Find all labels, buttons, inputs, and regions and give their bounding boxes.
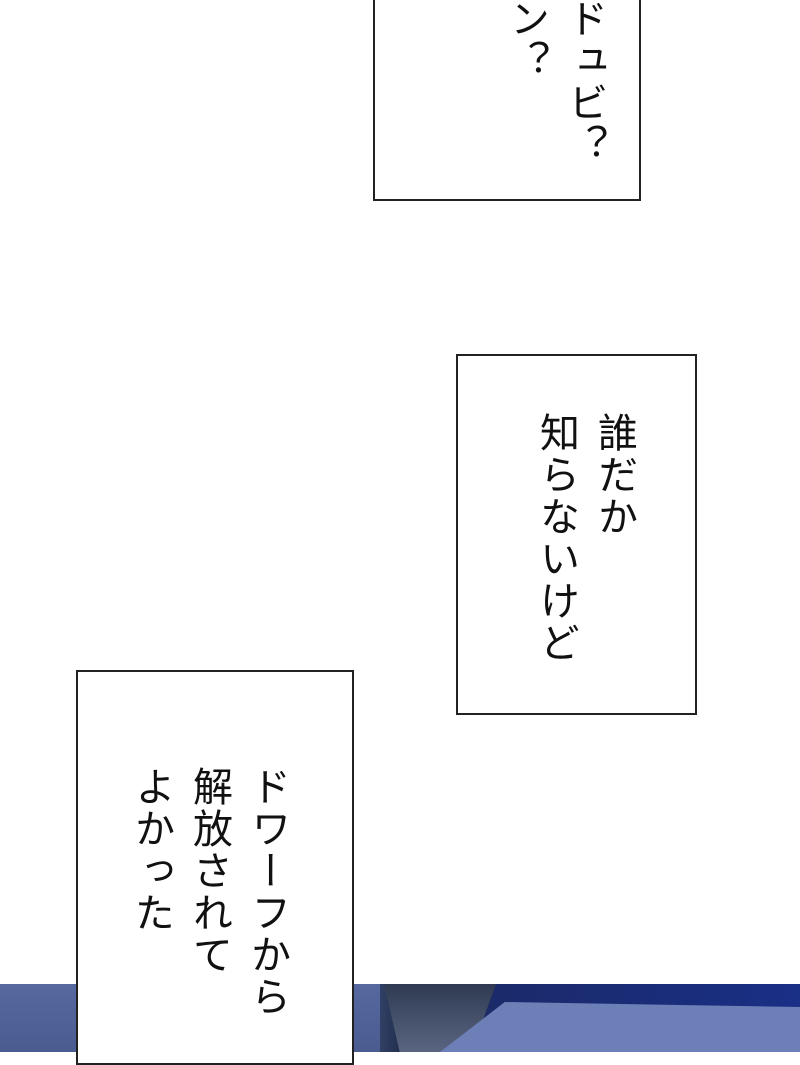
scene-rock-face — [440, 1002, 800, 1052]
speech-box-bottom: ドワーフから 解放されて よかった — [76, 670, 354, 1065]
speech-text-bottom: ドワーフから 解放されて よかった — [128, 766, 290, 1018]
speech-text-middle: 誰だか 知らないけど — [533, 412, 637, 664]
speech-box-middle: 誰だか 知らないけど — [456, 354, 697, 715]
speech-text-top: ドュビ？ ン？ — [503, 0, 607, 166]
speech-box-top: ドュビ？ ン？ — [373, 0, 641, 201]
